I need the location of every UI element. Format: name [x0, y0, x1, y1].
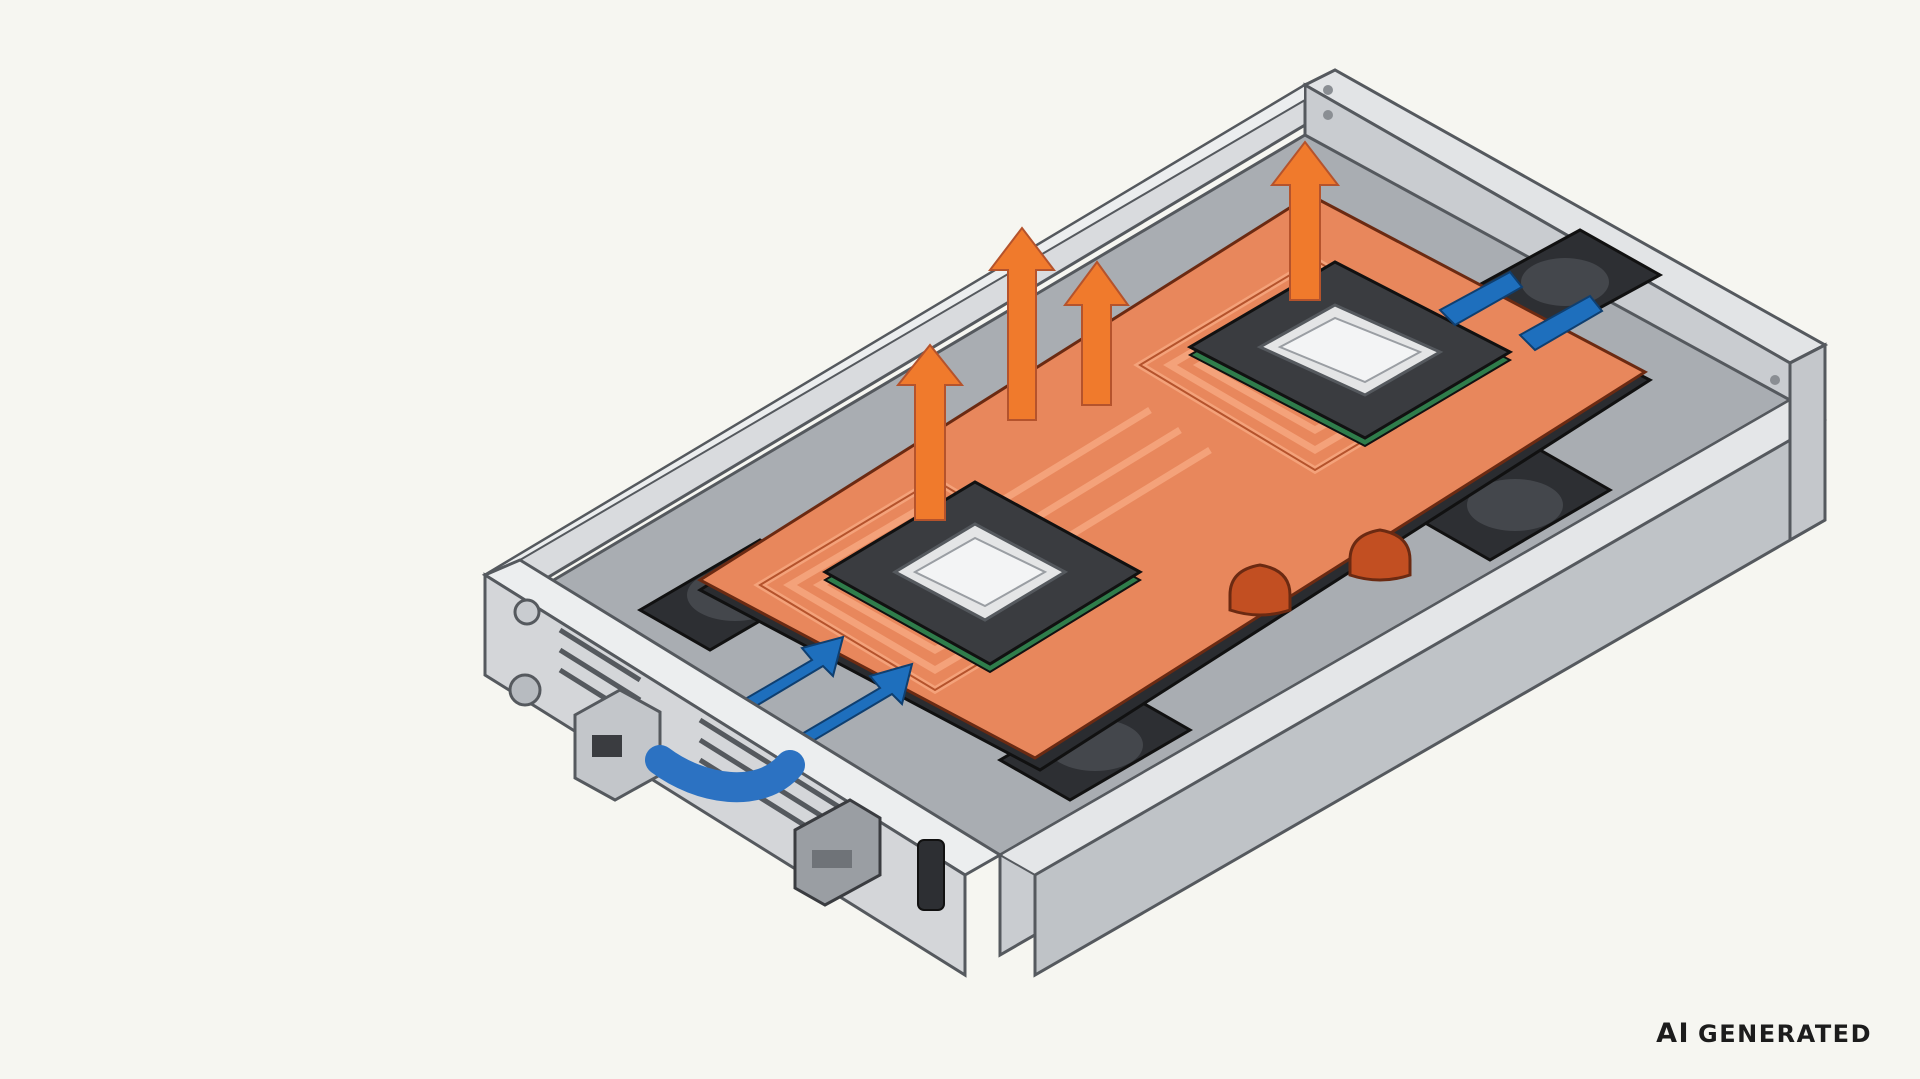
drive-slot — [917, 839, 945, 911]
chassis-rear-cap — [1788, 342, 1827, 543]
coolant-connector — [573, 688, 662, 802]
arrow-up-icon — [1269, 140, 1341, 301]
watermark-ai: AI — [1656, 1018, 1691, 1049]
cpu-icon — [822, 480, 1143, 674]
screw-icon — [508, 673, 542, 707]
power-button-icon — [513, 598, 541, 626]
arrow-up-icon — [1063, 260, 1130, 406]
hot-flow-arrows — [895, 140, 1341, 521]
fan-icon — [1417, 448, 1613, 562]
arrow-right-icon — [1518, 294, 1604, 352]
watermark-generated: GENERATED — [1698, 1020, 1872, 1048]
arrow-up-icon — [987, 226, 1057, 421]
front-io-panel — [481, 558, 1003, 978]
cold-flow-arrows — [733, 270, 1604, 747]
coolant-hose — [645, 745, 805, 803]
arrow-right-icon — [793, 662, 914, 747]
cpu-icon — [1186, 260, 1514, 448]
pipe-fittings — [1228, 528, 1412, 617]
chassis-front-wall — [997, 397, 1828, 978]
latch-handle — [793, 798, 882, 907]
arrow-right-icon — [733, 635, 845, 714]
arrow-up-icon — [895, 343, 965, 521]
arrow-right-icon — [1438, 270, 1524, 327]
